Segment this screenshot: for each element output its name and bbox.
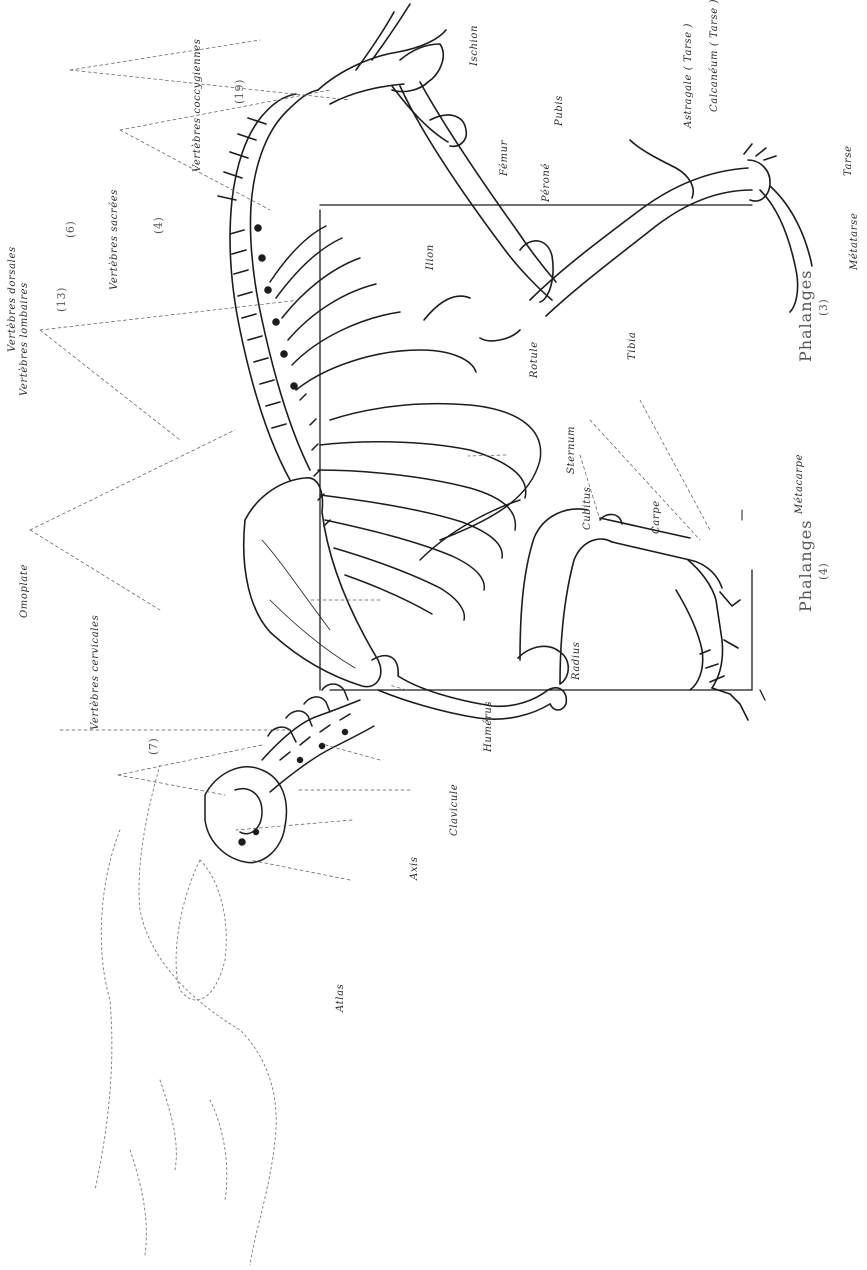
head-outline — [95, 765, 276, 1265]
label-vert-lombaires-count: (6) — [65, 221, 76, 238]
label-vert-dorsales: Vertèbres dorsales — [8, 246, 18, 352]
label-atlas: Atlas — [336, 984, 346, 1012]
cervical-spine — [262, 684, 374, 792]
leader-lines — [30, 40, 710, 880]
label-sternum: Sternum — [567, 426, 577, 474]
back-spine — [218, 90, 318, 480]
label-vert-lombaires: Vertèbres lombaires — [20, 282, 30, 396]
label-rotule: Rotule — [530, 341, 540, 378]
label-tibia: Tibia — [628, 332, 638, 360]
label-carpe: Carpe — [652, 500, 662, 534]
label-phalanges-hind-count: (3) — [818, 299, 829, 316]
label-astragale: Astragale ( Tarse ) — [684, 23, 694, 128]
label-vert-coccygiennes: Vertèbres coccygiennes — [193, 39, 203, 172]
label-perone: Péroné — [542, 163, 552, 202]
label-axis: Axis — [410, 856, 420, 880]
label-ilion: Ilion — [426, 244, 436, 270]
label-clavicule: Clavicule — [450, 784, 460, 836]
label-radius: Radius — [572, 642, 582, 681]
plate-lines — [320, 205, 765, 700]
label-femur: Fémur — [500, 140, 510, 176]
label-phalanges-fore: Phalanges — [798, 520, 814, 613]
rib-cage — [270, 226, 541, 620]
label-vert-sacrees: Vertèbres sacrées — [110, 189, 120, 290]
foreleg — [372, 509, 748, 720]
label-metatarse: Métatarse — [850, 213, 860, 270]
label-vert-cervicales: Vertèbres cervicales — [91, 615, 101, 730]
label-cubitus: Cubitus — [583, 487, 593, 530]
label-vert-cervicales-count: (7) — [148, 738, 159, 755]
label-phalanges-hind: Phalanges — [798, 270, 814, 363]
label-pubis: Pubis — [555, 95, 565, 126]
label-phalanges-fore-count: (4) — [818, 563, 829, 580]
label-vert-dorsales-count: (13) — [56, 287, 67, 312]
skull-bones — [205, 767, 286, 863]
label-vert-coccygiennes-count: (19) — [234, 79, 245, 104]
label-calcaneum: Calcanéum ( Tarse ) — [710, 0, 720, 112]
label-metacarpe: Métacarpe — [795, 454, 805, 514]
label-ischion: Ischion — [470, 25, 480, 66]
pelvis-tail — [318, 4, 466, 146]
scapula — [244, 478, 381, 687]
label-vert-sacrees-count: (4) — [153, 217, 164, 234]
label-omoplate: Omoplate — [20, 564, 30, 618]
label-tarse: Tarse — [844, 145, 854, 176]
label-humerus: Humérus — [484, 701, 494, 752]
